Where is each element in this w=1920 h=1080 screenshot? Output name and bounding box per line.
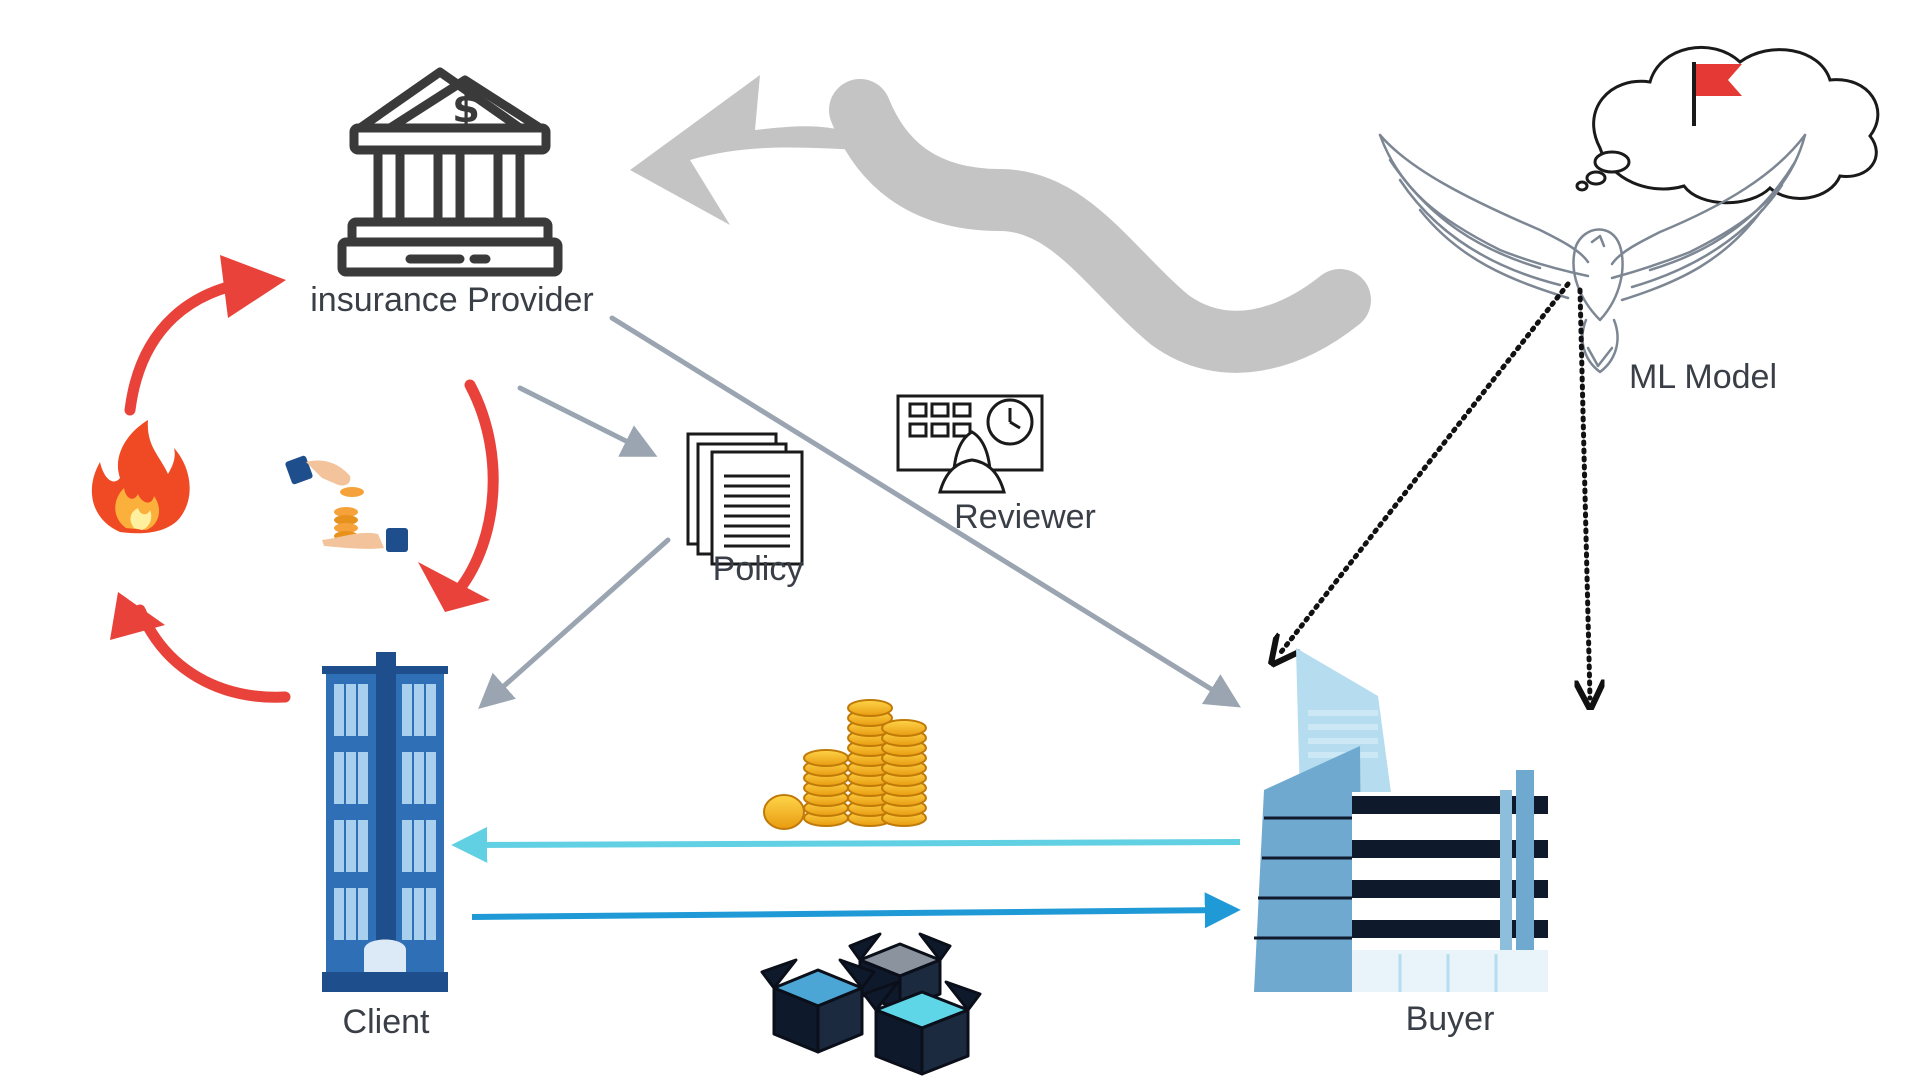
insurance-provider-label: insurance Provider xyxy=(310,281,593,319)
fire-cycle-arrows xyxy=(110,255,499,703)
open-boxes-icon xyxy=(760,932,982,1076)
client-label: Client xyxy=(343,1003,430,1041)
eagle-icon xyxy=(1378,133,1807,374)
ml-to-buyer-pointer xyxy=(1278,281,1571,656)
connector-arrows xyxy=(478,315,1241,709)
fire-icon xyxy=(91,420,190,534)
office-tower-icon xyxy=(322,652,448,992)
commercial-building-icon xyxy=(1254,648,1548,992)
thought-cloud-icon xyxy=(1575,46,1880,205)
payment-flow-arrow xyxy=(451,826,1241,863)
feedback-arrow xyxy=(630,75,1371,373)
buyer-label: Buyer xyxy=(1406,1000,1495,1038)
bank-dollar-icon: $ xyxy=(452,86,480,132)
ml-pointer-arrows xyxy=(1278,281,1590,698)
reviewer-label: Reviewer xyxy=(954,498,1096,536)
coin-handover-icon xyxy=(285,455,408,552)
reviewer-desk-icon xyxy=(896,394,1044,494)
provider-to-policy-arrow xyxy=(517,385,658,457)
policy-to-client-arrow xyxy=(478,537,671,709)
red-flag-icon xyxy=(1692,62,1742,126)
goods-flow-arrow xyxy=(471,892,1241,929)
document-stack-icon xyxy=(686,432,804,566)
ml-down-pointer xyxy=(1580,287,1590,698)
bank-icon xyxy=(337,67,563,277)
gold-coins-icon xyxy=(763,699,927,830)
policy-label: Policy xyxy=(713,550,804,588)
ml-model-label: ML Model xyxy=(1629,358,1777,396)
provider-to-buyer-arrow xyxy=(609,315,1241,708)
